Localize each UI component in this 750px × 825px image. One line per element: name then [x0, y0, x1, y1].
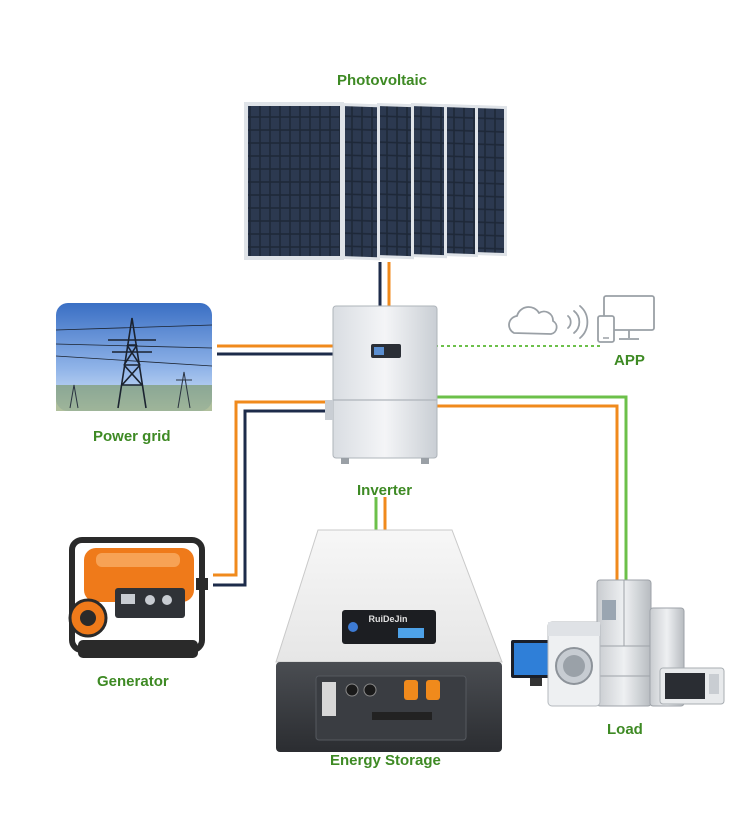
battery-brand-label: RuiDeJin: [368, 614, 407, 624]
solar-panel: [444, 104, 478, 258]
generator-label: Generator: [97, 673, 169, 690]
energy-storage-label: Energy Storage: [330, 752, 441, 769]
solar-panels: [244, 102, 507, 261]
solar-panel: [411, 103, 447, 259]
solar-panel: [377, 102, 414, 260]
load-line-orange: [435, 404, 619, 583]
washing-machine-icon: [547, 621, 601, 707]
load-label: Load: [607, 721, 643, 738]
inverter-label: Inverter: [357, 482, 413, 499]
photovoltaic-label: Photovoltaic: [337, 72, 428, 89]
power-grid-photo: [55, 303, 213, 411]
phone-icon: [597, 315, 615, 343]
solar-panel: [342, 103, 380, 261]
connection-lines: [213, 262, 628, 587]
app-label: APP: [614, 352, 645, 369]
generator-unit: [68, 537, 208, 658]
refrigerator-icon: [596, 579, 652, 707]
energy-storage-unit: RuiDeJin: [275, 529, 503, 752]
load-appliances: [511, 579, 725, 707]
solar-panel-front: [244, 102, 344, 260]
microwave-icon: [659, 667, 725, 705]
inverter-unit: [325, 305, 438, 464]
wifi-signal-icon: [567, 305, 589, 339]
solar-panel: [475, 105, 507, 257]
monitor-icon: [603, 295, 655, 340]
gen-line-navy: [213, 409, 333, 587]
cloud-icon: [508, 306, 558, 335]
battery-terminals: [322, 680, 440, 720]
power-grid-label: Power grid: [93, 428, 171, 445]
load-line-green: [435, 395, 628, 583]
gen-line-orange: [213, 400, 333, 577]
